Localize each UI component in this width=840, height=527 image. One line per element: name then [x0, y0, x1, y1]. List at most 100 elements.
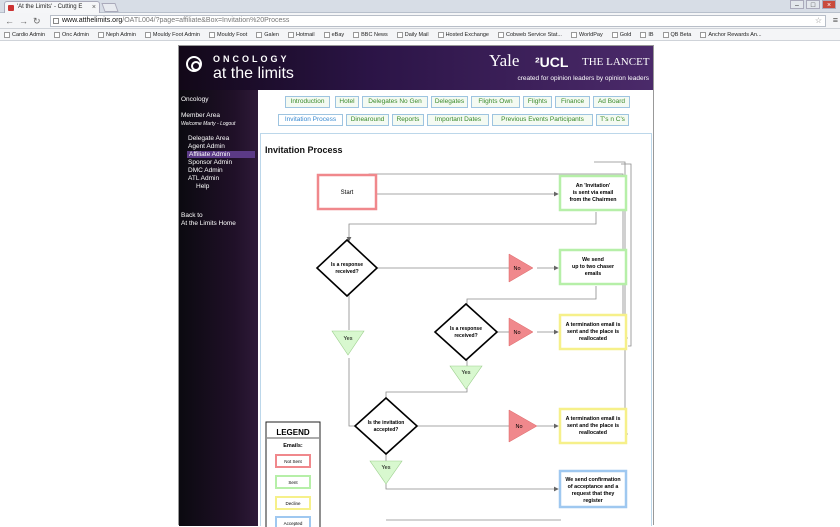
bookmark-page-icon [256, 31, 263, 38]
sidebar-back-line1[interactable]: Back to [181, 212, 203, 219]
favicon-icon [8, 5, 14, 11]
maximize-icon[interactable]: □ [806, 0, 820, 9]
bookmark-label: Onc Admin [62, 31, 89, 38]
bookmark-page-icon [570, 31, 577, 38]
legend-swatch-not-sent [275, 454, 311, 468]
flow-term2-l3: reallocated [579, 430, 607, 436]
flow-no-2: No [513, 330, 520, 336]
bookmark-item[interactable]: BBC News [353, 31, 388, 38]
flow-no-1: No [513, 266, 520, 272]
flow-confirm-l3: request that they [572, 491, 615, 497]
tab-dinearound[interactable]: Dinearound [346, 114, 389, 126]
back-arrow-icon[interactable]: ← [5, 16, 14, 26]
bookmark-item[interactable]: Cobweb Service Stat... [498, 31, 562, 38]
reload-icon[interactable]: ↻ [33, 16, 41, 26]
browser-tab[interactable]: 'At the Limits' - Cutting E × [4, 1, 100, 13]
flow-yes-arrow-2 [449, 365, 483, 390]
sidebar-item-delegate-area[interactable]: Delegate Area [188, 135, 230, 142]
content-frame: Invitation Process [260, 133, 652, 527]
flow-yes-3: Yes [382, 465, 391, 471]
browser-tabstrip: 'At the Limits' - Cutting E × – □ × [0, 0, 840, 13]
flow-start-label: Start [341, 190, 354, 196]
bookmark-item[interactable]: Cardio Admin [4, 31, 45, 38]
flow-yes-1: Yes [344, 336, 353, 342]
bookmark-label: Gold [619, 31, 632, 38]
flow-invite-l2: is sent via email [573, 190, 614, 196]
flow-q1-diamond [315, 238, 379, 298]
sidebar-item-help[interactable]: Help [196, 183, 210, 190]
tab-hotel[interactable]: Hotel [335, 96, 359, 108]
flow-q3-diamond [353, 396, 419, 456]
minimize-icon[interactable]: – [790, 0, 804, 9]
flow-term1-l2: sent and the place is [567, 329, 619, 335]
bookmark-item[interactable]: Anchor Rewards An... [700, 31, 762, 38]
bookmark-label: Cobweb Service Stat... [506, 31, 562, 38]
sidebar-item-sponsor-admin[interactable]: Sponsor Admin [188, 159, 233, 166]
flow-term2-box [558, 407, 628, 445]
sidebar-member-area: Member Area [181, 112, 221, 119]
close-tab-icon[interactable]: × [91, 4, 96, 11]
bookmark-label: Neph Admin [105, 31, 136, 38]
tab-invitation-process[interactable]: Invitation Process [278, 114, 343, 126]
tab-flights-own[interactable]: Flights Own [471, 96, 520, 108]
bookmark-item[interactable]: Hosted Exchange [437, 31, 489, 38]
bookmark-item[interactable]: WorldPay [570, 31, 603, 38]
legend: LEGEND Emails: Not Sent Sent Decline Acc… [265, 421, 321, 527]
bookmark-item[interactable]: Daily Mail [396, 31, 429, 38]
flow-invite-l3: from the Chairmen [569, 197, 616, 203]
address-bar[interactable]: www.atthelimits.org/OATL004/?page=affili… [50, 15, 826, 27]
close-window-icon[interactable]: × [822, 0, 836, 9]
bookmark-item[interactable]: IB [640, 31, 654, 38]
flow-confirm-box [558, 469, 628, 509]
sidebar-back-line2[interactable]: At the Limits Home [181, 220, 236, 227]
bookmark-label: IB [648, 31, 654, 38]
partner-yale: Yale [489, 51, 520, 70]
flow-q2-diamond [433, 302, 499, 362]
flow-invite-l1: An 'Invitation' [576, 183, 611, 189]
bookmark-item[interactable]: eBay [323, 31, 344, 38]
tab-flights[interactable]: Flights [523, 96, 552, 108]
tab-previous-events-participants[interactable]: Previous Events Participants [492, 114, 593, 126]
forward-arrow-icon[interactable]: → [19, 16, 28, 26]
page-title: Invitation Process [265, 145, 343, 155]
bookmark-page-icon [662, 31, 669, 38]
flow-no-3: No [515, 424, 522, 430]
sidebar-welcome-logout[interactable]: Welcome Marty - Logout [181, 121, 236, 127]
flow-invite-box [558, 174, 628, 212]
tab-delegates-no-gen[interactable]: Delegates No Gen [362, 96, 428, 108]
new-tab-button[interactable] [101, 3, 119, 12]
bookmark-item[interactable]: Onc Admin [54, 31, 89, 38]
tab-introduction[interactable]: Introduction [285, 96, 330, 108]
bookmark-item[interactable]: Mouldy Foot Admin [144, 31, 200, 38]
bookmark-item[interactable]: Hotmail [287, 31, 315, 38]
bookmark-star-icon[interactable]: ☆ [814, 16, 822, 25]
legend-swatch-accepted [275, 516, 311, 527]
flow-chaser-l3: emails [585, 271, 602, 277]
tab-reports[interactable]: Reports [392, 114, 424, 126]
address-toolbar: ← → ↻ www.atthelimits.org/OATL004/?page=… [0, 13, 840, 29]
sidebar-item-affiliate-admin[interactable]: Affiliate Admin [187, 151, 255, 158]
tab-t-s-n-c-s[interactable]: T's n C's [596, 114, 629, 126]
tab-finance[interactable]: Finance [555, 96, 590, 108]
url-domain: www.atthelimits.org [62, 17, 123, 24]
bookmark-item[interactable]: Galen [256, 31, 279, 38]
tab-ad-board[interactable]: Ad Board [593, 96, 630, 108]
window-controls: – □ × [790, 0, 836, 11]
site-header: ONCOLOGY at the limits Yale ²UCL THE LAN… [179, 46, 653, 90]
wrench-menu-icon[interactable]: ≡ [832, 15, 838, 25]
sidebar-item-dmc-admin[interactable]: DMC Admin [188, 167, 223, 174]
tab-delegates[interactable]: Delegates [431, 96, 468, 108]
bookmark-item[interactable]: Gold [611, 31, 632, 38]
flow-chaser-box [558, 248, 628, 286]
page-icon [53, 18, 59, 24]
bookmark-item[interactable]: QB Beta [662, 31, 691, 38]
sidebar-item-agent-admin[interactable]: Agent Admin [188, 143, 225, 150]
bookmark-label: Hosted Exchange [445, 31, 489, 38]
bookmark-item[interactable]: Mouldy Foot [208, 31, 248, 38]
sidebar-item-atl-admin[interactable]: ATL Admin [188, 175, 220, 182]
bookmark-label: Mouldy Foot [216, 31, 248, 38]
bookmarks-bar: Cardio Admin Onc Admin Neph Admin Mouldy Fo… [0, 29, 840, 41]
bookmark-item[interactable]: Neph Admin [97, 31, 136, 38]
tab-important-dates[interactable]: Important Dates [427, 114, 489, 126]
